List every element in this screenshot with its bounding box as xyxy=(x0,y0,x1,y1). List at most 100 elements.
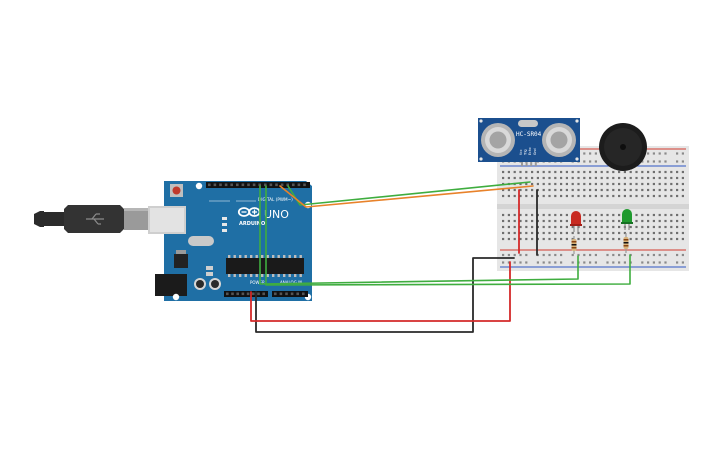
breadboard-hole[interactable] xyxy=(589,160,592,163)
breadboard-hole[interactable] xyxy=(565,219,568,223)
reset-button-cap[interactable] xyxy=(172,186,181,195)
breadboard-hole[interactable] xyxy=(589,237,592,241)
digital-pin[interactable] xyxy=(286,183,289,187)
breadboard-hole[interactable] xyxy=(536,182,539,186)
breadboard-hole[interactable] xyxy=(641,188,644,192)
breadboard-hole[interactable] xyxy=(652,152,655,155)
breadboard-hole[interactable] xyxy=(565,213,568,217)
piezo-buzzer-icon[interactable] xyxy=(599,123,647,171)
breadboard-hole[interactable] xyxy=(536,213,539,217)
breadboard-hole[interactable] xyxy=(577,182,580,186)
breadboard-hole[interactable] xyxy=(600,231,603,235)
breadboard-hole[interactable] xyxy=(606,194,609,198)
breadboard-hole[interactable] xyxy=(525,231,528,235)
breadboard-hole[interactable] xyxy=(507,170,510,174)
breadboard-hole[interactable] xyxy=(502,237,505,241)
breadboard-hole[interactable] xyxy=(548,253,551,257)
breadboard-hole[interactable] xyxy=(536,170,539,174)
digital-pin[interactable] xyxy=(280,183,284,187)
breadboard-hole[interactable] xyxy=(664,160,667,163)
breadboard-hole[interactable] xyxy=(658,188,661,192)
wire-green-green-led[interactable] xyxy=(265,185,631,286)
breadboard-hole[interactable] xyxy=(641,253,644,257)
breadboard-hole[interactable] xyxy=(676,225,679,229)
breadboard-hole[interactable] xyxy=(536,194,539,198)
breadboard-hole[interactable] xyxy=(542,225,545,229)
breadboard-hole[interactable] xyxy=(652,219,655,223)
breadboard-hole[interactable] xyxy=(536,219,539,223)
breadboard-hole[interactable] xyxy=(647,194,650,198)
breadboard-hole[interactable] xyxy=(502,219,505,223)
breadboard-hole[interactable] xyxy=(635,231,638,235)
digital-pin[interactable] xyxy=(297,183,301,187)
breadboard-hole[interactable] xyxy=(583,170,586,174)
breadboard-hole[interactable] xyxy=(560,182,563,186)
breadboard-hole[interactable] xyxy=(554,225,557,229)
breadboard-hole[interactable] xyxy=(542,261,545,264)
power-pin[interactable] xyxy=(246,292,250,296)
breadboard-hole[interactable] xyxy=(681,160,684,163)
breadboard-hole[interactable] xyxy=(681,219,684,223)
breadboard-hole[interactable] xyxy=(606,237,609,241)
breadboard-hole[interactable] xyxy=(600,225,603,229)
breadboard-hole[interactable] xyxy=(618,188,621,192)
breadboard-hole[interactable] xyxy=(658,253,661,257)
power-pin[interactable] xyxy=(257,292,260,296)
breadboard-hole[interactable] xyxy=(519,261,522,264)
breadboard-hole[interactable] xyxy=(583,160,586,163)
power-pin[interactable] xyxy=(226,292,229,296)
breadboard-hole[interactable] xyxy=(589,261,592,264)
breadboard-hole[interactable] xyxy=(583,225,586,229)
breadboard-hole[interactable] xyxy=(513,219,516,223)
breadboard-hole[interactable] xyxy=(635,170,638,174)
breadboard-hole[interactable] xyxy=(531,219,534,223)
breadboard-hole[interactable] xyxy=(548,237,551,241)
breadboard-hole[interactable] xyxy=(560,194,563,198)
breadboard-hole[interactable] xyxy=(536,225,539,229)
breadboard-hole[interactable] xyxy=(507,176,510,180)
breadboard-hole[interactable] xyxy=(565,237,568,241)
breadboard-hole[interactable] xyxy=(658,237,661,241)
breadboard-hole[interactable] xyxy=(612,170,615,174)
breadboard-hole[interactable] xyxy=(565,170,568,174)
breadboard-hole[interactable] xyxy=(594,225,597,229)
breadboard-hole[interactable] xyxy=(664,219,667,223)
digital-pin[interactable] xyxy=(292,183,295,187)
breadboard-hole[interactable] xyxy=(647,182,650,186)
breadboard-hole[interactable] xyxy=(623,170,626,174)
breadboard-hole[interactable] xyxy=(513,213,516,217)
breadboard-hole[interactable] xyxy=(583,176,586,180)
breadboard-hole[interactable] xyxy=(513,231,516,235)
breadboard-hole[interactable] xyxy=(664,170,667,174)
analog-pin[interactable] xyxy=(296,292,299,296)
breadboard-hole[interactable] xyxy=(502,194,505,198)
breadboard-hole[interactable] xyxy=(502,231,505,235)
breadboard-hole[interactable] xyxy=(577,176,580,180)
breadboard-hole[interactable] xyxy=(670,194,673,198)
breadboard-hole[interactable] xyxy=(606,261,609,264)
breadboard-hole[interactable] xyxy=(513,188,516,192)
breadboard-hole[interactable] xyxy=(525,170,528,174)
breadboard-hole[interactable] xyxy=(612,237,615,241)
breadboard-hole[interactable] xyxy=(658,170,661,174)
breadboard-hole[interactable] xyxy=(612,176,615,180)
breadboard-hole[interactable] xyxy=(681,231,684,235)
breadboard-hole[interactable] xyxy=(670,213,673,217)
power-pin[interactable] xyxy=(262,292,265,296)
breadboard-hole[interactable] xyxy=(647,188,650,192)
breadboard-hole[interactable] xyxy=(507,253,510,257)
breadboard-hole[interactable] xyxy=(542,176,545,180)
breadboard-hole[interactable] xyxy=(664,237,667,241)
breadboard-hole[interactable] xyxy=(594,194,597,198)
breadboard-hole[interactable] xyxy=(652,170,655,174)
breadboard-hole[interactable] xyxy=(635,213,638,217)
breadboard-hole[interactable] xyxy=(652,160,655,163)
breadboard-hole[interactable] xyxy=(583,194,586,198)
breadboard-hole[interactable] xyxy=(560,261,563,264)
breadboard-hole[interactable] xyxy=(565,176,568,180)
breadboard-hole[interactable] xyxy=(554,194,557,198)
breadboard-hole[interactable] xyxy=(507,188,510,192)
power-pin[interactable] xyxy=(231,292,234,296)
breadboard-hole[interactable] xyxy=(676,160,679,163)
breadboard-hole[interactable] xyxy=(571,194,574,198)
